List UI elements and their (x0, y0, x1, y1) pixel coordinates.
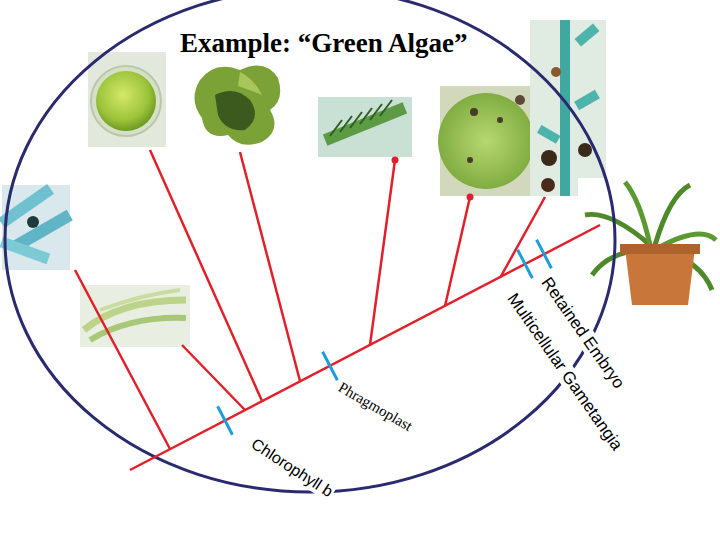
diagram-title: Example: “Green Algae” (178, 28, 469, 59)
coleochaete-photo-part (497, 117, 503, 123)
filament-photo (80, 285, 190, 347)
character-ticks-part (218, 406, 233, 434)
cladogram-lines-part (150, 150, 262, 401)
filament-photo-part (100, 290, 180, 310)
fern-photo-part (625, 182, 650, 245)
spirogyra-photo (318, 97, 412, 157)
filament-photo-part (80, 285, 190, 347)
branch-tips (392, 157, 474, 201)
chara-photo-part (537, 125, 561, 144)
coleochaete-photo (438, 86, 545, 196)
character-ticks-part (537, 240, 552, 268)
ulva-photo-part (238, 72, 262, 95)
character-ticks-part (518, 250, 533, 278)
chara-photo-part (541, 150, 557, 166)
cladogram-lines-part (370, 160, 395, 345)
cladogram-lines-part (240, 152, 300, 381)
cyanobacteria-photo-part (27, 216, 39, 228)
fern-photo (578, 178, 720, 310)
chlamydomonas-photo-part (96, 71, 156, 131)
ulva-photo (190, 55, 286, 151)
clade-oval (5, 0, 615, 492)
coleochaete-photo-part (470, 108, 478, 116)
fern-photo-part (620, 244, 700, 254)
chara-photo-part (551, 67, 561, 77)
chlamydomonas-photo-part (88, 52, 166, 147)
chara-photo-part (575, 23, 600, 46)
chlamydomonas-photo (88, 52, 166, 147)
spirogyra-photo-part (323, 102, 407, 145)
character-label: Phragmoplast (333, 378, 417, 436)
branch-tips-part (467, 194, 474, 201)
fern-photo-part (625, 248, 695, 305)
chara-photo-part (530, 20, 606, 196)
chara-photo (530, 20, 606, 196)
cladogram-lines-part (75, 270, 170, 449)
fern-photo-part (578, 178, 720, 310)
cladogram-lines-part (182, 345, 245, 410)
ulva-photo-part (190, 55, 286, 151)
spirogyra-photo-part (330, 100, 392, 136)
chara-photo-part (578, 143, 592, 157)
coleochaete-photo-part (438, 93, 534, 189)
cladogram-lines-part (445, 197, 470, 306)
fern-photo-part (585, 214, 650, 245)
coleochaete-photo-part (467, 157, 473, 163)
chara-photo-part (541, 178, 555, 192)
filament-photo-part (90, 318, 186, 340)
ulva-photo-part (215, 91, 255, 130)
cyanobacteria-photo-part (0, 237, 50, 264)
chara-photo-part (574, 90, 600, 111)
coleochaete-photo-part (515, 95, 525, 105)
character-ticks-part (323, 352, 338, 380)
cladogram-lines-part (500, 197, 545, 278)
branch-tips-part (392, 157, 399, 164)
spirogyra-photo-part (318, 97, 412, 157)
ulva-photo-part (194, 66, 280, 145)
chlamydomonas-photo-part (91, 66, 161, 136)
